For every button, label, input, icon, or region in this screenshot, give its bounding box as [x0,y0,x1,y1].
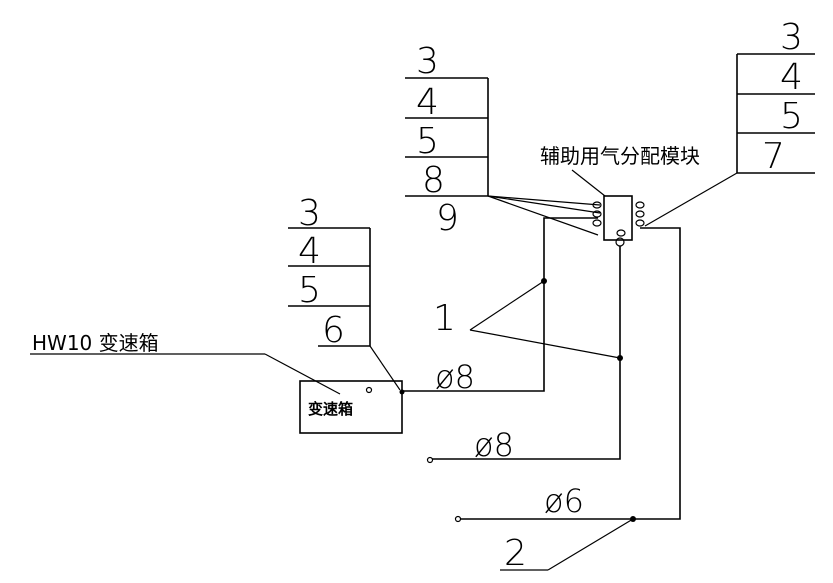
top-balloon-stack: 3 4 5 8 9 [405,41,489,239]
gearbox-port [365,386,373,394]
gearbox-model-leader [264,353,341,395]
left-stack-item: 3 [298,193,321,234]
pipe-middle: ø8 [426,246,623,464]
top-stack-item: 9 [436,198,459,239]
gearbox-box-label: 变速箱 [308,400,353,418]
distribution-module [592,195,645,247]
left-stack-item: 6 [322,310,345,351]
gearbox-model-label: HW10 变速箱 [32,331,159,355]
callout-1: 1 [433,280,621,359]
top-stack-item: 4 [416,82,439,123]
pipe-dia-label: ø6 [544,482,584,520]
left-stack-item: 5 [298,270,321,311]
top-stack-leaders [487,195,601,236]
pipe-bottom: ø6 [454,227,681,523]
right-stack-leader [644,172,738,227]
left-stack-item: 4 [298,231,321,272]
right-balloon-stack: 3 4 5 7 [736,17,815,177]
right-stack-item: 5 [780,96,803,137]
callout-2: 2 [500,518,634,574]
right-stack-item: 4 [780,57,803,98]
top-stack-item: 8 [422,160,445,201]
right-stack-item: 7 [762,136,785,177]
module-label: 辅助用气分配模块 [540,144,700,168]
gearbox-box [299,380,403,434]
pipe-gearbox: ø8 [402,217,598,396]
left-stack-leader [369,345,401,391]
left-balloon-stack: 3 4 5 6 [288,193,371,351]
top-stack-item: 3 [416,41,439,82]
right-stack-item: 3 [780,17,803,58]
module-leader [571,169,606,197]
callout-1-number: 1 [433,298,456,339]
pipe-dia-label: ø8 [435,358,475,396]
callout-2-number: 2 [504,533,527,574]
top-stack-item: 5 [416,121,439,162]
pipe-dia-label: ø8 [474,426,514,464]
